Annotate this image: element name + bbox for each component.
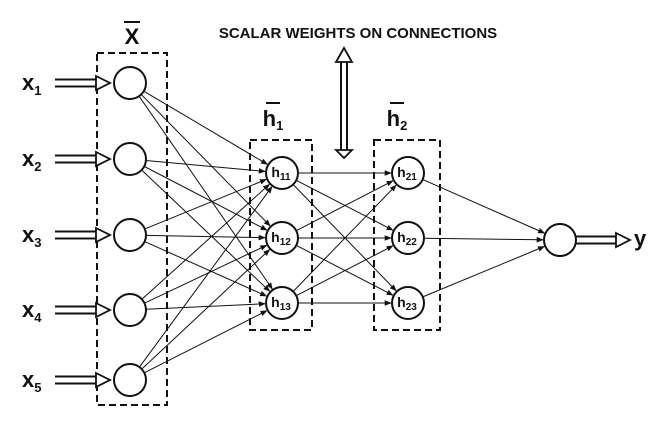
input-arrow xyxy=(95,150,113,168)
input-x5: x5 xyxy=(22,363,147,397)
edge-x3-h11 xyxy=(144,178,267,230)
output-arrow xyxy=(615,231,633,249)
edge-h21-y xyxy=(422,178,546,234)
edge-h23-y xyxy=(422,246,545,298)
input-x1: x1 xyxy=(22,66,147,100)
input-arrow xyxy=(95,371,113,389)
input-arrow xyxy=(95,74,113,92)
hidden-node-label: h12 xyxy=(271,229,291,248)
edge-h13-h21 xyxy=(292,184,397,292)
hidden-node-label: h11 xyxy=(271,164,291,183)
input-node xyxy=(113,66,147,100)
edge-x2-h11 xyxy=(145,159,266,174)
input-layer-box xyxy=(96,52,168,406)
edge-x2-h13 xyxy=(141,169,271,292)
input-node xyxy=(113,293,147,327)
hidden-node xyxy=(391,156,425,190)
annotation-label: SCALAR WEIGHTS ON CONNECTIONS xyxy=(219,25,497,42)
input-node xyxy=(113,142,147,176)
hidden-node xyxy=(265,156,299,190)
input-label: x4 xyxy=(22,297,42,325)
input-x4: x4 xyxy=(22,293,147,327)
edge-x5-h13 xyxy=(144,310,268,374)
node-h12: h12 xyxy=(265,221,299,255)
hidden-node-label: h21 xyxy=(397,164,417,183)
input-label: x5 xyxy=(22,367,41,395)
hidden1-nodes: h11 h12 h13 xyxy=(265,156,299,320)
output-node xyxy=(543,223,577,257)
hidden2-layer-box xyxy=(373,139,441,331)
node-h21: h21 xyxy=(391,156,425,190)
hidden1-layer-label: h1 xyxy=(263,102,284,133)
edge-x4-h12 xyxy=(144,244,268,304)
edge-x5-h12 xyxy=(141,249,271,370)
edge-x2-h12 xyxy=(143,165,268,231)
input-label: x1 xyxy=(22,70,41,98)
edge-h22-y xyxy=(423,236,544,243)
edge-x4-h13 xyxy=(145,301,266,310)
edge-x4-h11 xyxy=(141,183,270,300)
input-node xyxy=(113,218,147,252)
hidden-node xyxy=(391,286,425,320)
hidden-node xyxy=(265,286,299,320)
input-nodes: x1 x2 x3 x4 x5 xyxy=(22,66,147,397)
edge-x3-h12 xyxy=(145,234,266,241)
hidden-node-label: h13 xyxy=(271,294,291,313)
input-node xyxy=(113,363,147,397)
output-node-group: y xyxy=(543,223,647,257)
node-h13: h13 xyxy=(265,286,299,320)
input-x2: x2 xyxy=(22,142,147,176)
node-h22: h22 xyxy=(391,221,425,255)
hidden2-layer-label: h2 xyxy=(387,102,408,133)
connections xyxy=(138,90,546,374)
edge-x1-h12 xyxy=(140,94,271,227)
hidden-node-label: h23 xyxy=(397,294,417,313)
node-h23: h23 xyxy=(391,286,425,320)
hidden-node xyxy=(391,221,425,255)
hidden2-nodes: h21 h22 h23 xyxy=(391,156,425,320)
svg-text:h2: h2 xyxy=(387,106,408,133)
input-label: x3 xyxy=(22,222,41,250)
hidden-node xyxy=(265,221,299,255)
input-label: x2 xyxy=(22,146,41,174)
edge-x1-h13 xyxy=(138,95,273,290)
hidden-node-label: h22 xyxy=(397,229,417,248)
edge-x3-h13 xyxy=(144,241,268,297)
input-arrow xyxy=(95,301,113,319)
svg-text:X: X xyxy=(125,24,140,49)
output-label: y xyxy=(634,226,647,251)
input-layer-label: X xyxy=(124,21,140,49)
edge-x1-h11 xyxy=(143,90,268,165)
annotation-double-arrow xyxy=(333,46,355,160)
svg-text:h1: h1 xyxy=(263,106,284,133)
input-arrow xyxy=(95,226,113,244)
input-x3: x3 xyxy=(22,218,147,252)
hidden1-layer-box xyxy=(249,139,313,331)
edge-x5-h11 xyxy=(139,186,273,368)
node-h11: h11 xyxy=(265,156,299,190)
